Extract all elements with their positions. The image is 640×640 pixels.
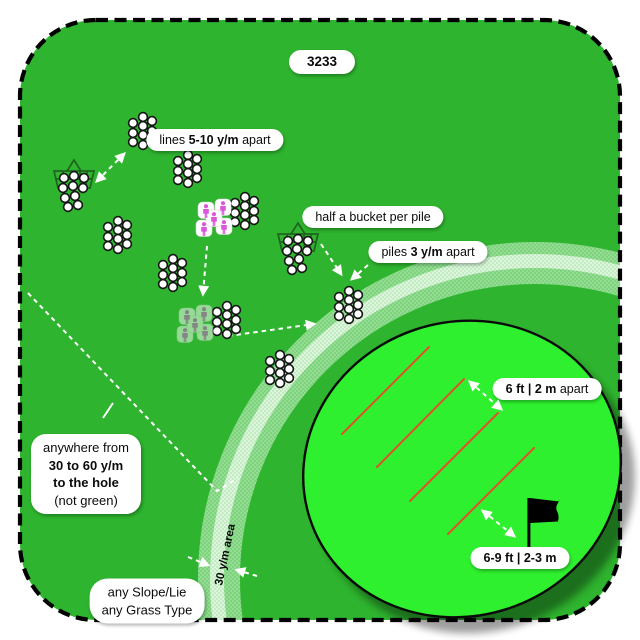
- hole-distance-path: [27, 292, 239, 493]
- next-pile-arrow: [227, 319, 317, 337]
- pin-flag-icon: [527, 498, 559, 547]
- lines-spacing-label: lines 5-10 y/m apart: [146, 129, 284, 151]
- bucket-per-pile-label: half a bucket per pile: [302, 206, 444, 228]
- ball-pile-icon: [264, 349, 295, 389]
- band-width-arrow-right: [234, 567, 258, 578]
- ball-pile-icon: [211, 300, 242, 340]
- band-width-arrow-left: [187, 556, 211, 568]
- ball-pile-icon: [157, 253, 188, 293]
- green-spacing-arrow: [467, 380, 504, 411]
- putting-lines: [341, 346, 535, 535]
- conditions-note: any Slope/Lie any Grass Type: [89, 578, 205, 624]
- flag-distance-label: 6-9 ft | 2-3 m: [470, 547, 570, 569]
- green-spacing-label: 6 ft | 2 m apart: [492, 378, 602, 400]
- hole-distance-note: anywhere from 30 to 60 y/m to the hole (…: [31, 434, 141, 514]
- pile-gap-arrow-b: [349, 264, 369, 281]
- piles-spacing-label: piles 3 y/m apart: [368, 241, 488, 263]
- annotation-arrows: [27, 152, 517, 578]
- drill-number: 3233: [306, 54, 338, 69]
- flag-distance-arrow: [480, 509, 517, 538]
- boundary-dashed-border: [17, 17, 623, 623]
- ball-pile-icon: [102, 215, 133, 255]
- line-spacing-arrow: [95, 152, 126, 183]
- drill-number-badge: 3233: [288, 50, 356, 74]
- ball-pile-icon: [333, 285, 364, 325]
- pile-gap-arrow-a: [320, 243, 343, 277]
- distance-tick: [102, 402, 114, 419]
- range-band: [198, 242, 620, 620]
- ball-pile-icon: [229, 191, 260, 231]
- ball-pile-icon: [172, 149, 203, 189]
